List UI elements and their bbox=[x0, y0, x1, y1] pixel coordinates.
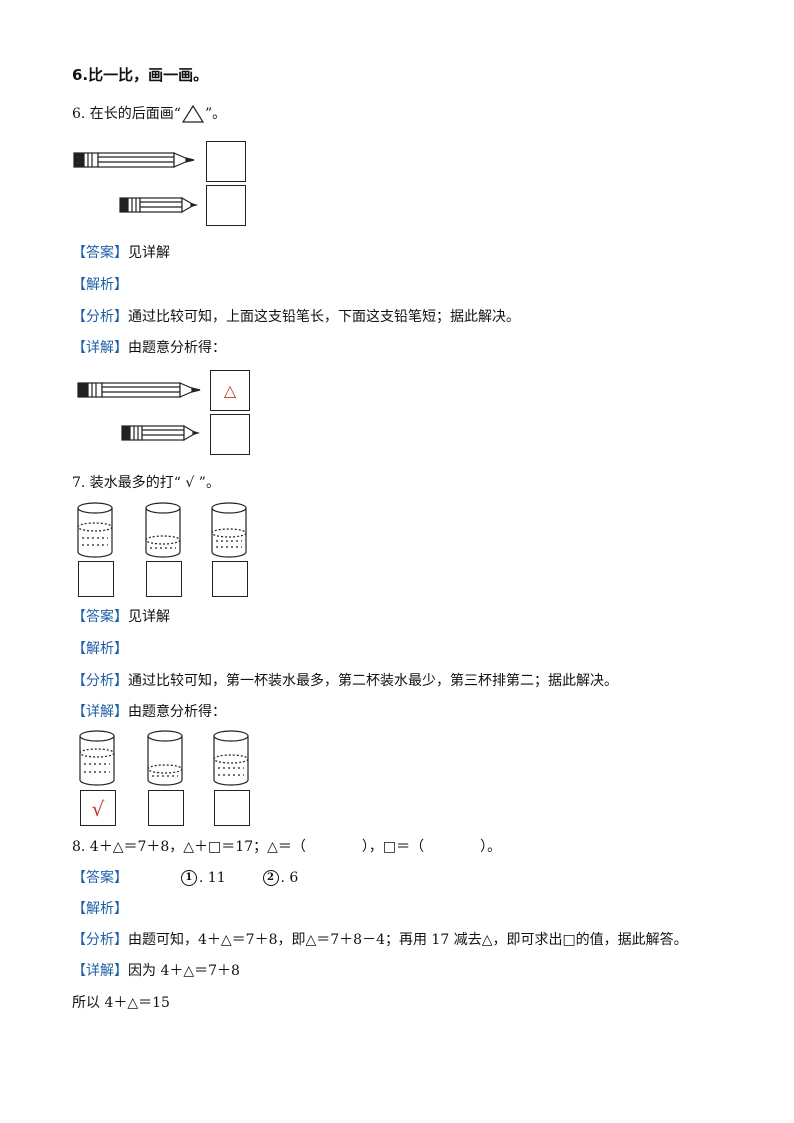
q6-stem-after: ”。 bbox=[204, 106, 227, 122]
detail-text: 由题意分析得： bbox=[128, 704, 226, 720]
cups-figure-solution bbox=[79, 730, 249, 786]
answer-tag: 【答案】 bbox=[72, 870, 128, 886]
solution-cup-box-2 bbox=[148, 790, 184, 826]
q6-detail-line: 【详解】由题意分析得： bbox=[72, 339, 226, 357]
solution-box-short bbox=[210, 414, 250, 455]
answer-box-long[interactable] bbox=[206, 141, 246, 182]
solution-box-long: △ bbox=[210, 370, 250, 411]
cups-figure-question bbox=[77, 502, 247, 558]
fenxi-text: 通过比较可知，第一杯装水最多，第二杯装水最少，第三杯排第二；据此解决。 bbox=[128, 673, 618, 689]
q7-detail-line: 【详解】由题意分析得： bbox=[72, 703, 226, 721]
detail-tag: 【详解】 bbox=[72, 704, 128, 720]
answer-box-short[interactable] bbox=[206, 185, 246, 226]
fenxi-tag: 【分析】 bbox=[72, 932, 128, 948]
answer-number-1: 1 bbox=[180, 870, 197, 886]
analysis-tag: 【解析】 bbox=[72, 901, 128, 917]
detail-text: 因为 4＋△＝7＋8 bbox=[128, 963, 240, 979]
cup-answer-box-2[interactable] bbox=[146, 561, 182, 597]
answer-value-1: . 11 bbox=[198, 870, 226, 886]
detail-tag: 【详解】 bbox=[72, 963, 128, 979]
q8-detail-line-2: 所以 4＋△＝15 bbox=[72, 995, 170, 1011]
triangle-icon bbox=[181, 104, 205, 123]
question-8-stem: 8. 4＋△＝7＋8，△＋□＝17；△＝（ ），□＝（ ）。 bbox=[72, 839, 502, 855]
question-7-stem: 7. 装水最多的打“ √ ”。 bbox=[72, 475, 220, 491]
red-triangle-mark: △ bbox=[223, 381, 237, 400]
pencil-figure-question bbox=[73, 152, 199, 214]
cup-3 bbox=[211, 502, 247, 558]
q7-answer-line: 【答案】见详解 bbox=[72, 608, 170, 626]
analysis-tag: 【解析】 bbox=[72, 277, 128, 293]
q7-analysis-line: 【分析】通过比较可知，第一杯装水最多，第二杯装水最少，第三杯排第二；据此解决。 bbox=[72, 672, 618, 690]
fenxi-tag: 【分析】 bbox=[72, 673, 128, 689]
pencil-short bbox=[119, 196, 199, 214]
q6-answer-line: 【答案】见详解 bbox=[72, 244, 170, 262]
answer-number-2: 2 bbox=[262, 870, 279, 886]
cup-answer-box-3[interactable] bbox=[212, 561, 248, 597]
answer-value-2: . 6 bbox=[280, 870, 299, 886]
answer-tag: 【答案】 bbox=[72, 245, 128, 261]
q8-analysis-line: 【分析】由题可知，4＋△＝7＋8，即△＝7＋8－4；再用 17 减去△，即可求出… bbox=[72, 931, 688, 949]
question-6-stem: 6. 在长的后面画“ ”。 bbox=[72, 104, 226, 124]
pencil-long bbox=[73, 152, 195, 168]
answer-text: 见详解 bbox=[128, 609, 170, 625]
fenxi-text: 由题可知，4＋△＝7＋8，即△＝7＋8－4；再用 17 减去△，即可求出□的值，… bbox=[128, 932, 688, 948]
q8-answer-line: 【答案】 1. 11 2. 6 bbox=[72, 869, 298, 887]
cup-answer-box-1[interactable] bbox=[78, 561, 114, 597]
q6-analysis-line: 【分析】通过比较可知，上面这支铅笔长，下面这支铅笔短；据此解决。 bbox=[72, 308, 520, 326]
solution-cup-box-1: √ bbox=[80, 790, 116, 826]
fenxi-text: 通过比较可知，上面这支铅笔长，下面这支铅笔短；据此解决。 bbox=[128, 309, 520, 325]
section-title: 6.比一比，画一画。 bbox=[72, 66, 209, 84]
detail-text: 由题意分析得： bbox=[128, 340, 226, 356]
fenxi-tag: 【分析】 bbox=[72, 309, 128, 325]
q6-stem-before: 6. 在长的后面画“ bbox=[72, 106, 181, 122]
answer-text: 见详解 bbox=[128, 245, 170, 261]
pencil-figure-solution bbox=[77, 382, 201, 442]
detail-tag: 【详解】 bbox=[72, 340, 128, 356]
solution-cup-box-3 bbox=[214, 790, 250, 826]
cup-2 bbox=[145, 502, 181, 558]
cup-1 bbox=[77, 502, 113, 558]
red-check-mark: √ bbox=[91, 797, 105, 821]
analysis-tag: 【解析】 bbox=[72, 641, 128, 657]
q8-detail-line: 【详解】因为 4＋△＝7＋8 bbox=[72, 962, 240, 980]
answer-tag: 【答案】 bbox=[72, 609, 128, 625]
